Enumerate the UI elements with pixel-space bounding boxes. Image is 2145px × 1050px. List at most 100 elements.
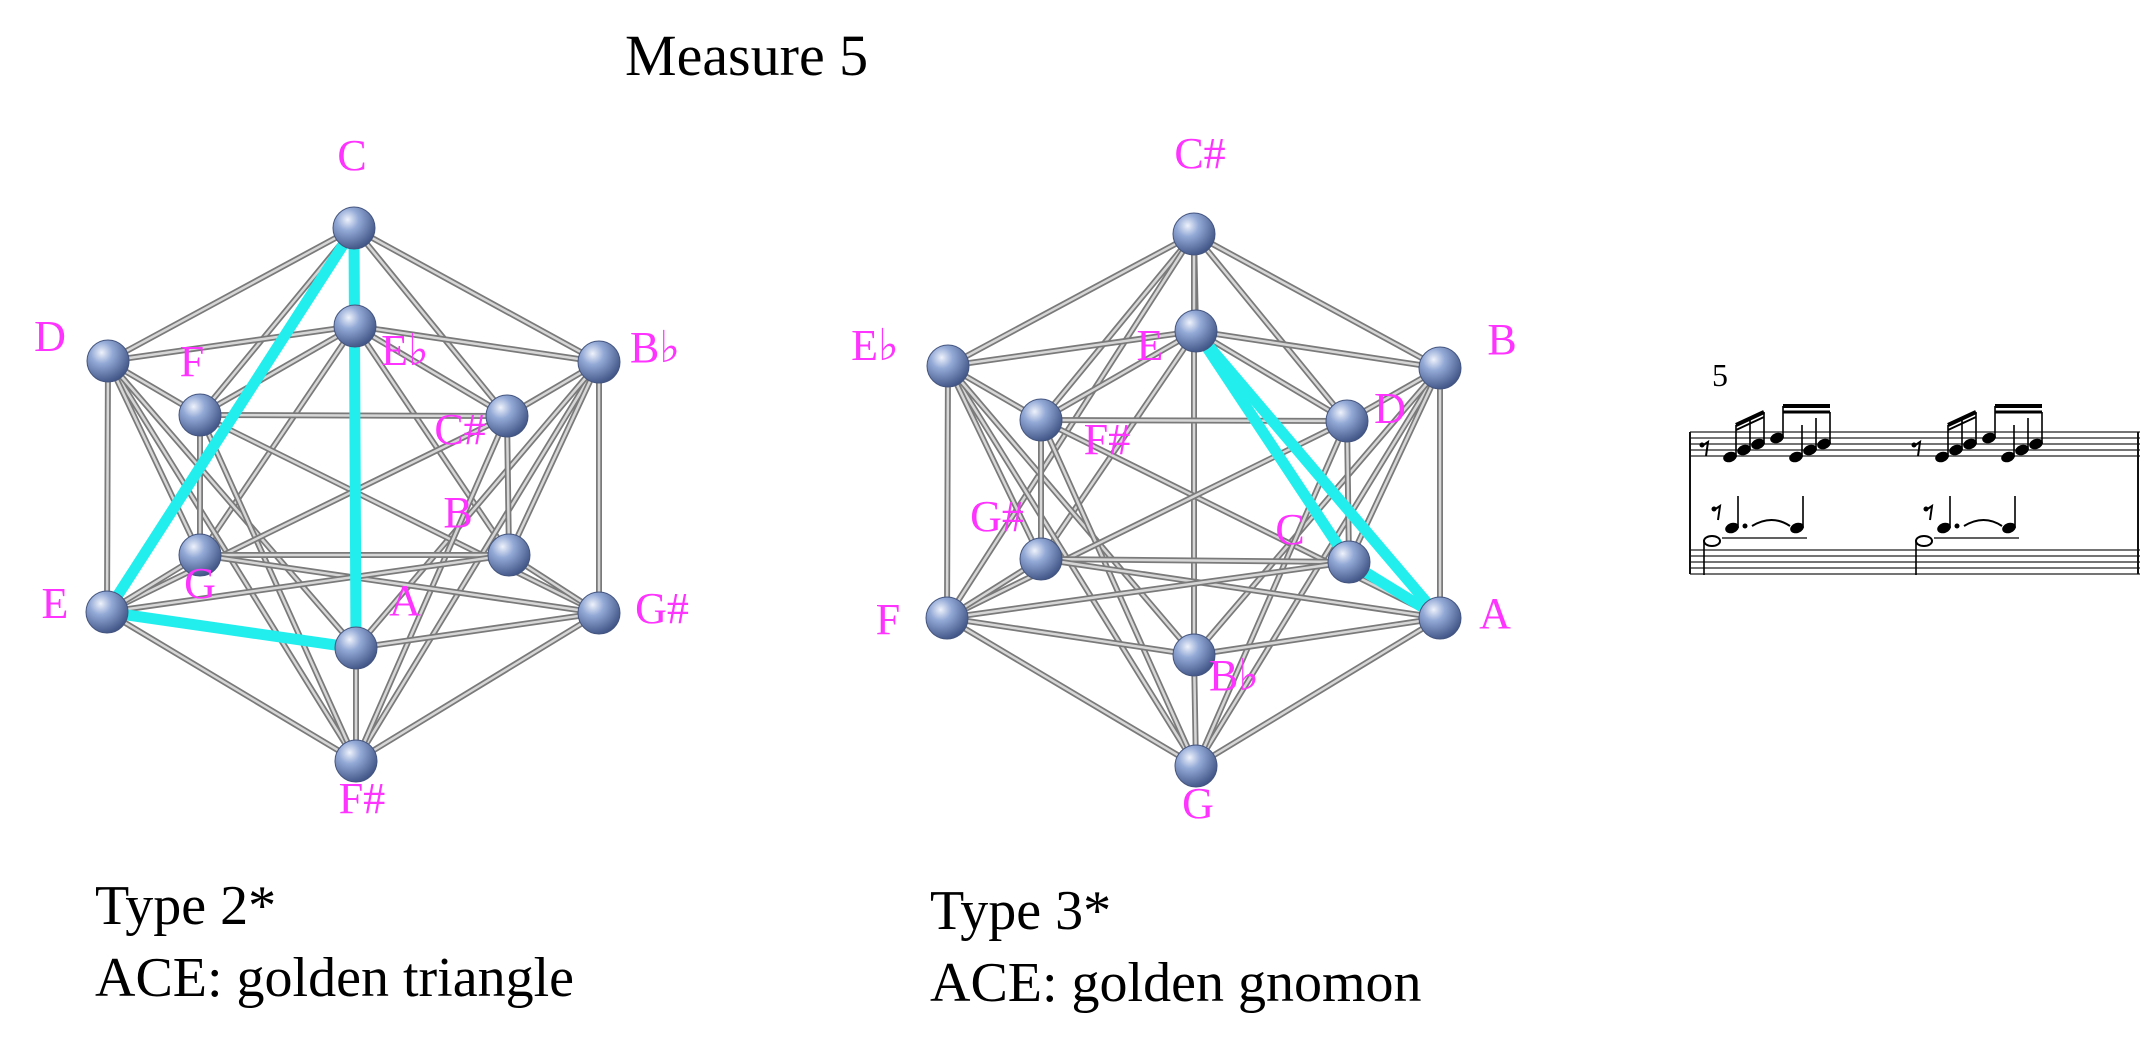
note-label: D	[1374, 384, 1406, 433]
edge-highlight	[106, 324, 357, 363]
type-label: Type 2*	[95, 875, 277, 937]
note-label: F	[876, 595, 900, 644]
half-note	[1703, 535, 1721, 547]
edge-highlight	[198, 413, 601, 615]
note-head	[1725, 522, 1739, 534]
vertex-node	[1325, 399, 1369, 443]
edge-highlight	[353, 324, 511, 557]
vertex-node	[1418, 346, 1462, 390]
vertex-node	[1172, 633, 1216, 677]
edge-highlight	[1039, 418, 1442, 620]
note-label: C	[337, 131, 366, 180]
note-label: F#	[339, 774, 385, 823]
edge-highlight	[1192, 232, 1442, 370]
note-head	[1803, 444, 1817, 456]
edge-highlight	[946, 329, 1198, 368]
note-head	[1963, 438, 1977, 450]
edge-highlight	[105, 359, 110, 614]
highlight-edge	[101, 606, 362, 654]
note-head	[1817, 438, 1831, 450]
edge-highlight	[198, 553, 601, 615]
vertex-node	[334, 626, 378, 670]
edge-highlight	[1039, 557, 1351, 564]
edge-highlight	[353, 324, 509, 418]
edge-highlight	[105, 414, 509, 614]
note-label: G#	[970, 492, 1024, 541]
edge-highlight	[105, 610, 358, 763]
vertex-node	[1327, 540, 1371, 584]
vertex-node	[332, 206, 376, 250]
vertex-node	[1174, 309, 1218, 353]
note-head	[1790, 522, 1804, 534]
staff-lower	[1690, 549, 2140, 575]
edge-highlight	[945, 560, 1351, 620]
note-label: G#	[635, 584, 689, 633]
edge-highlight	[352, 226, 601, 364]
edge-highlight	[1192, 616, 1442, 657]
note-label: C#	[1174, 129, 1225, 178]
note-head	[1982, 432, 1996, 444]
edge-highlight	[106, 359, 358, 650]
edge-highlight	[106, 226, 356, 363]
note-head	[1723, 451, 1737, 463]
edge-highlight	[1192, 232, 1349, 423]
vertex-node	[85, 590, 129, 634]
music-score-excerpt: 5	[1689, 357, 2140, 575]
edge-highlight	[198, 324, 357, 417]
page-title: Measure 5	[625, 23, 869, 88]
note-label: D	[34, 312, 66, 361]
note-label: B	[443, 488, 472, 537]
note-label: G	[184, 559, 216, 608]
vertex-node	[86, 339, 130, 383]
vertex-node	[1019, 398, 1063, 442]
beam	[1947, 416, 1977, 431]
edge-highlight	[106, 359, 202, 557]
tie	[1963, 519, 2003, 527]
note-label: B♭	[630, 323, 680, 372]
note-head	[1737, 444, 1751, 456]
highlighted-triangle	[101, 222, 362, 654]
dot	[1954, 523, 1960, 529]
edge-highlight	[354, 611, 601, 763]
edge-highlight	[945, 364, 950, 620]
dot	[1742, 523, 1748, 529]
edge-highlight	[352, 226, 509, 418]
rest-dot	[1699, 442, 1705, 448]
beam	[1735, 410, 1765, 427]
note-label: B	[1487, 315, 1516, 364]
edge-highlight	[1039, 232, 1196, 422]
edge-highlight	[354, 611, 601, 650]
note-label: F	[180, 337, 204, 386]
highlight-edge	[1190, 325, 1446, 624]
beam	[1947, 410, 1977, 427]
highlight-edge	[348, 222, 362, 654]
note-label: E	[42, 579, 69, 628]
edge-highlight	[945, 232, 1196, 620]
note-label: A	[389, 576, 421, 625]
vertex-node	[487, 533, 531, 577]
edge-highlight	[198, 324, 357, 557]
type-description: ACE: golden triangle	[95, 947, 575, 1009]
type-label: Type 3*	[930, 880, 1112, 942]
caption-type-2: Type 2* ACE: golden triangle	[95, 870, 574, 1014]
note-head	[1789, 451, 1803, 463]
vertex-node	[1019, 537, 1063, 581]
caption-type-3: Type 3* ACE: golden gnomon	[930, 875, 1422, 1019]
note-label: A	[1479, 589, 1511, 638]
highlight-edge	[101, 222, 360, 618]
edge-highlight	[507, 360, 601, 557]
vertices	[925, 212, 1462, 788]
note-head	[1949, 444, 1963, 456]
edge-highlight	[505, 414, 511, 557]
edge-highlight	[1039, 557, 1442, 620]
note-head	[2029, 438, 2043, 450]
vertex-node	[926, 344, 970, 388]
measure-number: 5	[1712, 357, 1728, 393]
notes	[1699, 404, 2043, 575]
highlight-edge	[1190, 325, 1355, 568]
edge-highlight	[353, 324, 601, 364]
